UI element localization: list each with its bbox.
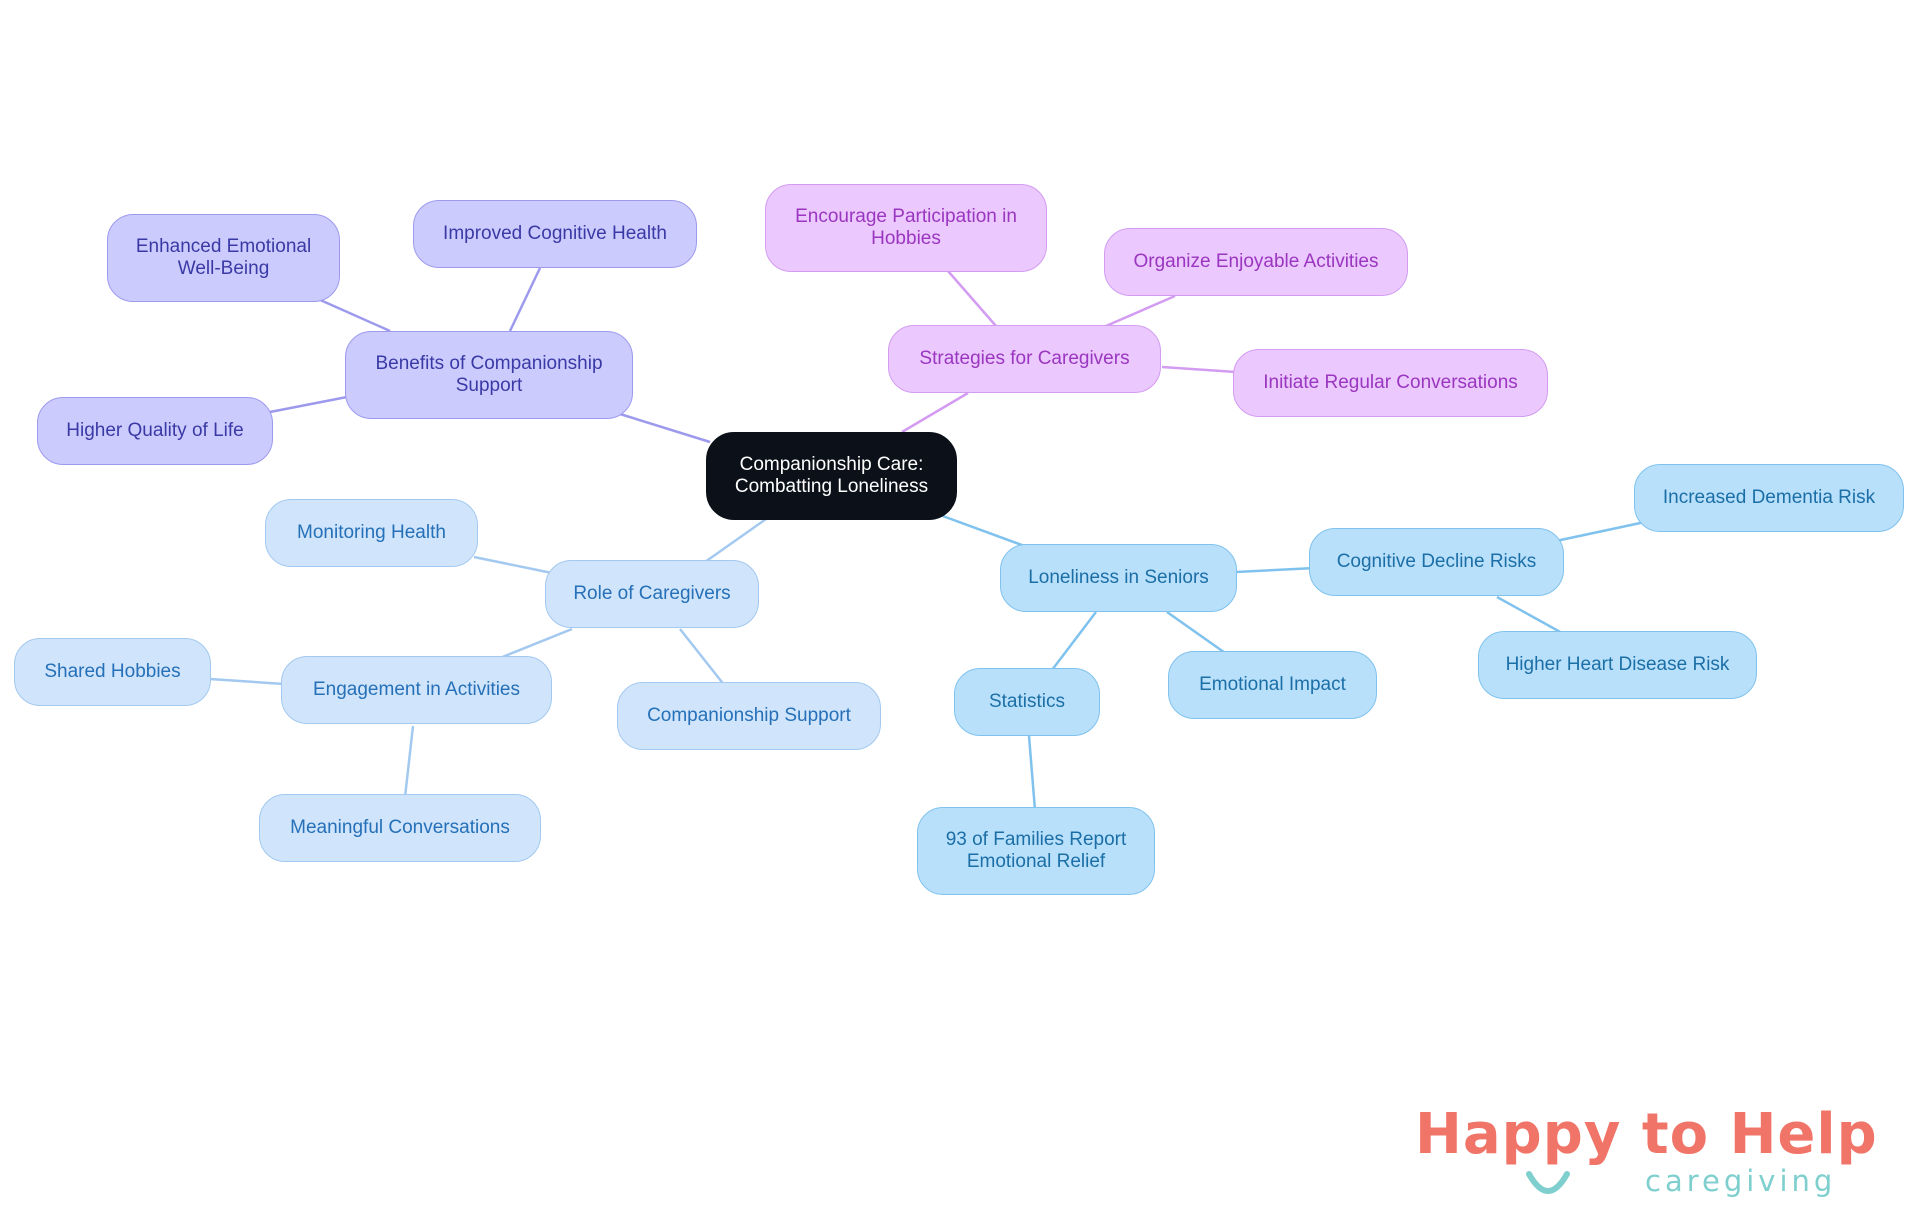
node-organize-activities-label: Organize Enjoyable Activities xyxy=(1133,251,1379,273)
node-enhanced-emotional[interactable]: Enhanced Emotional Well-Being xyxy=(107,214,340,302)
node-meaningful-conversations[interactable]: Meaningful Conversations xyxy=(259,794,541,862)
node-shared-hobbies[interactable]: Shared Hobbies xyxy=(14,638,211,706)
node-role-caregivers-label: Role of Caregivers xyxy=(573,583,731,605)
root-node[interactable]: Companionship Care: Combatting Lonelines… xyxy=(706,432,957,520)
brand-logo-subtitle: caregiving xyxy=(1645,1164,1837,1198)
edge-root-benefits xyxy=(619,412,711,444)
node-organize-activities[interactable]: Organize Enjoyable Activities xyxy=(1104,228,1408,296)
edge-benefits-emotional xyxy=(317,297,391,333)
edge-strategies-organize xyxy=(1105,294,1176,328)
node-encourage-hobbies[interactable]: Encourage Participation in Hobbies xyxy=(765,184,1047,272)
root-node-line1: Companionship Care: xyxy=(739,454,924,476)
node-emotional-impact[interactable]: Emotional Impact xyxy=(1168,651,1377,719)
node-strategies[interactable]: Strategies for Caregivers xyxy=(888,325,1161,393)
node-loneliness-seniors-label: Loneliness in Seniors xyxy=(1028,567,1209,589)
node-engagement-activities-label: Engagement in Activities xyxy=(312,679,520,701)
edge-strategies-hobbies xyxy=(947,270,997,327)
edge-loneliness-statistics xyxy=(1051,611,1097,671)
node-encourage-hobbies-label: Encourage Participation in Hobbies xyxy=(795,206,1017,249)
edge-engagement-conversations xyxy=(403,725,415,798)
node-improved-cognitive[interactable]: Improved Cognitive Health xyxy=(413,200,697,268)
node-families-relief-label: 93 of Families Report Emotional Relief xyxy=(945,829,1127,872)
node-shared-hobbies-label: Shared Hobbies xyxy=(44,661,181,683)
edge-role-companionship xyxy=(679,628,726,687)
node-quality-of-life-label: Higher Quality of Life xyxy=(66,420,244,442)
edge-role-engagement xyxy=(499,627,573,660)
edge-root-role xyxy=(704,517,767,564)
node-heart-disease-label: Higher Heart Disease Risk xyxy=(1505,654,1730,676)
node-initiate-conversations-label: Initiate Regular Conversations xyxy=(1263,372,1518,394)
node-companionship-support[interactable]: Companionship Support xyxy=(617,682,881,750)
node-benefits-label: Benefits of Companionship Support xyxy=(375,353,603,396)
node-role-caregivers[interactable]: Role of Caregivers xyxy=(545,560,759,628)
edge-engagement-hobbies xyxy=(209,677,285,686)
edge-benefits-quality xyxy=(269,395,348,414)
edge-benefits-cognitive xyxy=(508,267,542,332)
edge-root-strategies xyxy=(901,391,969,434)
edge-strategies-conversations xyxy=(1161,365,1237,374)
node-statistics[interactable]: Statistics xyxy=(954,668,1100,736)
brand-logo-title: Happy to Help xyxy=(1415,1102,1878,1167)
node-monitoring-health[interactable]: Monitoring Health xyxy=(265,499,478,567)
root-node-line2: Combatting Loneliness xyxy=(734,476,929,497)
edge-loneliness-cognitive xyxy=(1235,566,1316,574)
node-engagement-activities[interactable]: Engagement in Activities xyxy=(281,656,552,724)
node-improved-cognitive-label: Improved Cognitive Health xyxy=(443,223,667,245)
edge-statistics-relief xyxy=(1027,735,1037,811)
node-monitoring-health-label: Monitoring Health xyxy=(297,522,446,544)
edge-cognitive-dementia xyxy=(1555,520,1646,543)
node-companionship-support-label: Companionship Support xyxy=(647,705,851,727)
node-cognitive-decline-label: Cognitive Decline Risks xyxy=(1336,551,1537,573)
node-strategies-label: Strategies for Caregivers xyxy=(919,348,1130,370)
node-loneliness-seniors[interactable]: Loneliness in Seniors xyxy=(1000,544,1237,612)
node-initiate-conversations[interactable]: Initiate Regular Conversations xyxy=(1233,349,1548,417)
edge-role-monitoring xyxy=(473,555,553,575)
node-quality-of-life[interactable]: Higher Quality of Life xyxy=(37,397,273,465)
node-increased-dementia[interactable]: Increased Dementia Risk xyxy=(1634,464,1904,532)
edge-loneliness-emotional xyxy=(1166,610,1229,657)
node-statistics-label: Statistics xyxy=(988,691,1066,713)
node-enhanced-emotional-label: Enhanced Emotional Well-Being xyxy=(135,236,312,279)
node-benefits[interactable]: Benefits of Companionship Support xyxy=(345,331,633,419)
node-emotional-impact-label: Emotional Impact xyxy=(1199,674,1346,696)
node-increased-dementia-label: Increased Dementia Risk xyxy=(1662,487,1876,509)
brand-logo: Happy to Help caregiving xyxy=(1415,1102,1877,1203)
node-heart-disease[interactable]: Higher Heart Disease Risk xyxy=(1478,631,1757,699)
smile-icon xyxy=(1526,1171,1570,1194)
node-meaningful-conversations-label: Meaningful Conversations xyxy=(290,817,510,839)
edge-cognitive-heart xyxy=(1496,595,1563,635)
edge-root-loneliness xyxy=(939,513,1031,550)
node-cognitive-decline[interactable]: Cognitive Decline Risks xyxy=(1309,528,1564,596)
node-families-relief[interactable]: 93 of Families Report Emotional Relief xyxy=(917,807,1155,895)
